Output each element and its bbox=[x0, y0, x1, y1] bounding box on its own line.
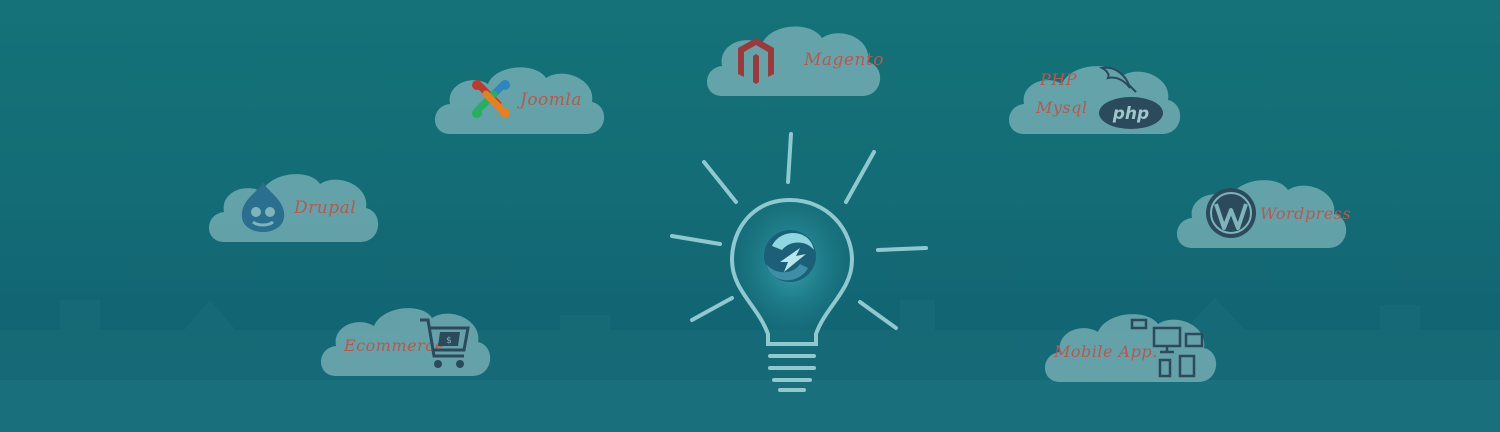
cloud-label-joomla: Joomla bbox=[520, 90, 582, 110]
php-mysql-icon: php bbox=[1098, 96, 1164, 130]
cloud-label-magento: Magento bbox=[804, 50, 884, 70]
cloud-joomla: Joomla bbox=[428, 58, 608, 142]
cloud-wordpress: Wordpress bbox=[1170, 170, 1350, 256]
svg-text:$: $ bbox=[446, 336, 452, 346]
magento-icon bbox=[736, 36, 776, 84]
devices-icon bbox=[1130, 316, 1206, 378]
mysql-dolphin-icon bbox=[1098, 64, 1138, 94]
cloud-drupal: Drupal bbox=[202, 164, 382, 250]
wordpress-icon bbox=[1204, 186, 1258, 240]
cloud-label-drupal: Drupal bbox=[294, 198, 356, 218]
joomla-icon bbox=[468, 76, 514, 122]
cloud-ecommerce: Ecommerce $ bbox=[314, 298, 494, 384]
drupal-icon bbox=[238, 180, 288, 234]
cloud-mobile-app: Mobile App. bbox=[1038, 304, 1220, 390]
php-badge-text: php bbox=[1112, 104, 1149, 124]
cloud-label-php: PHP bbox=[1040, 70, 1077, 89]
cloud-php-mysql: PHP Mysql php bbox=[1002, 56, 1184, 142]
cloud-label-wordpress: Wordpress bbox=[1260, 204, 1351, 223]
cloud-magento: Magento bbox=[700, 16, 885, 106]
shopping-cart-icon: $ bbox=[418, 316, 472, 372]
company-logo-icon bbox=[764, 230, 816, 282]
lightbulb-icon bbox=[660, 128, 940, 398]
cloud-label-mysql: Mysql bbox=[1036, 98, 1088, 117]
bulb-base bbox=[770, 356, 814, 390]
